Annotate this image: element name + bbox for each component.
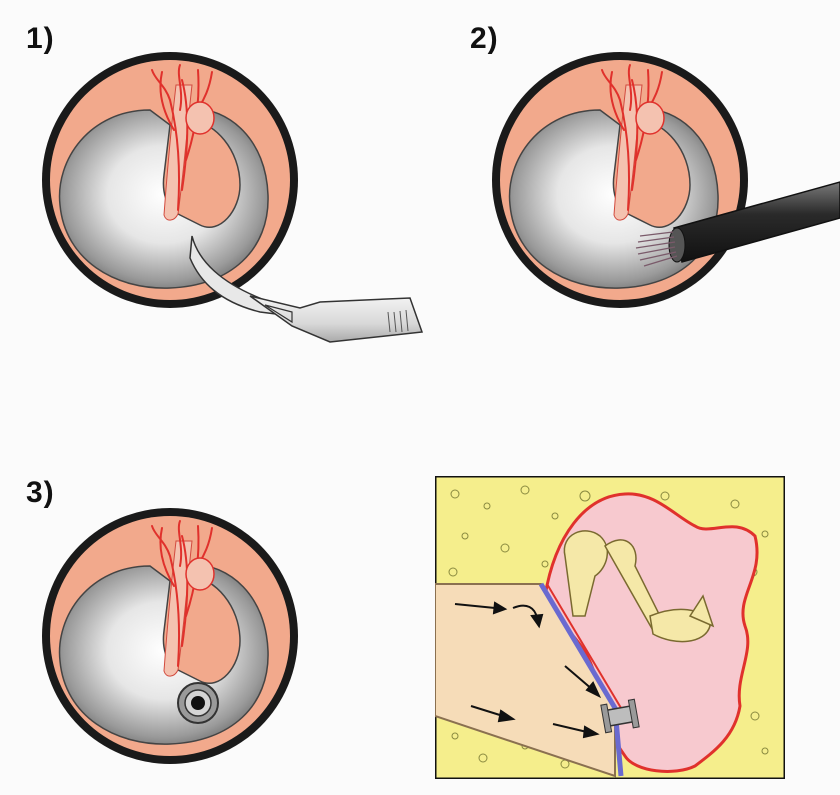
ear-panel-step-2	[478, 40, 840, 350]
cross-section-panel	[435, 476, 785, 779]
ear-panel-step-3	[30, 496, 350, 791]
ear-panel-step-1	[30, 40, 430, 350]
grommet-icon	[178, 683, 218, 723]
